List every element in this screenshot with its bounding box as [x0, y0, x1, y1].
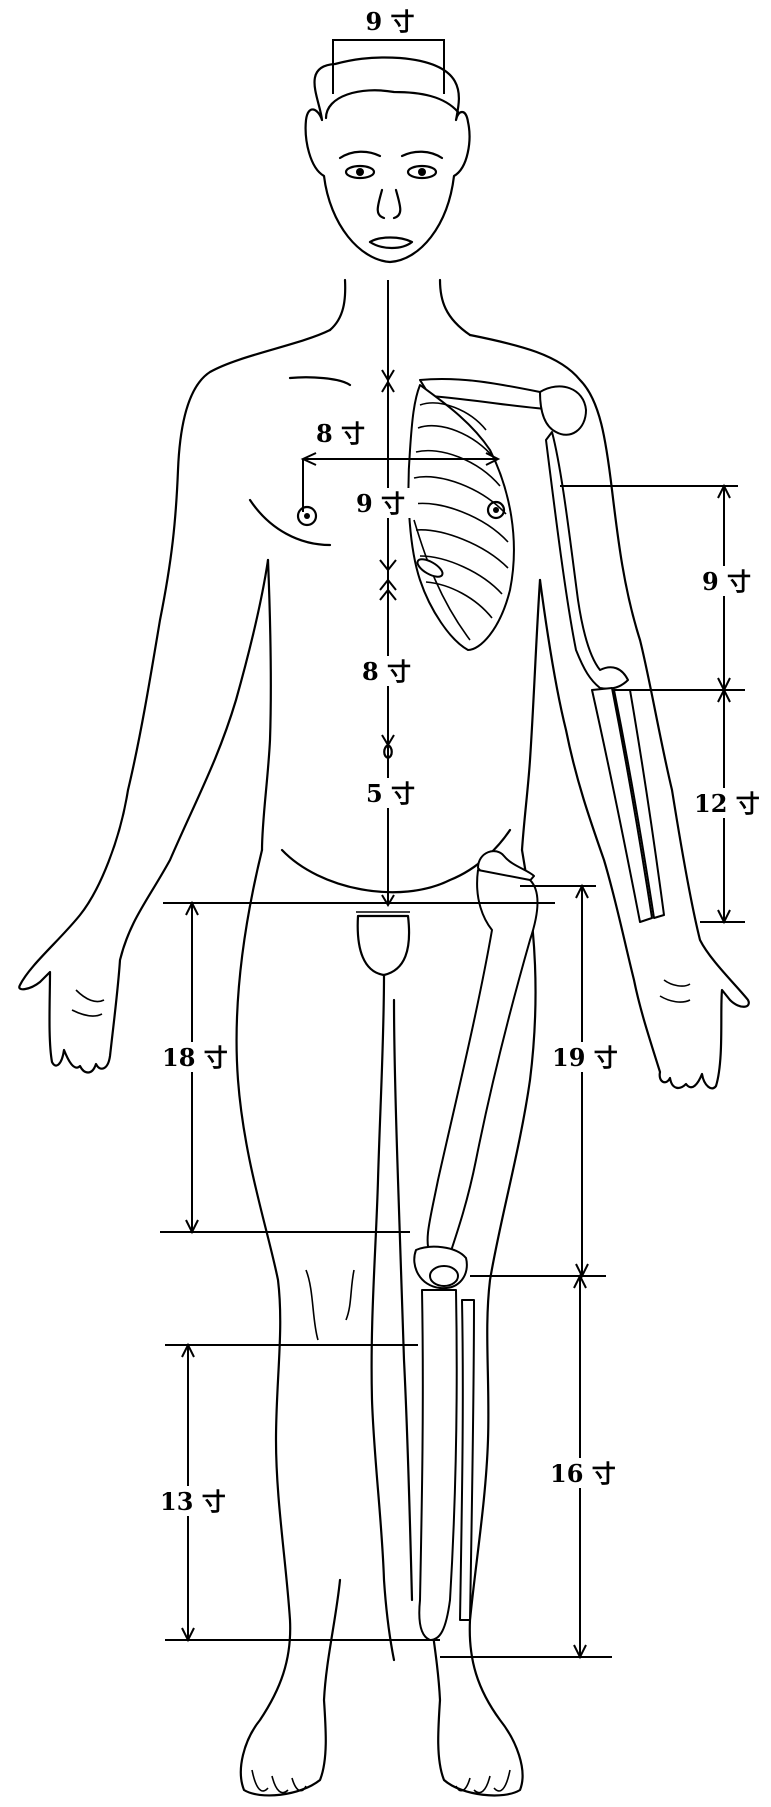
right-shoulder-arm — [468, 333, 750, 1090]
nipple-center — [304, 513, 310, 519]
fibula — [459, 1299, 475, 1621]
skeleton — [407, 377, 665, 1641]
arm-arrows — [717, 483, 731, 925]
thigh-inner-arrows — [185, 900, 199, 1235]
humerus — [545, 431, 629, 690]
mouth — [368, 236, 414, 250]
rib-7 — [419, 555, 503, 595]
chest-arrow-right — [485, 452, 501, 466]
right-leg-inner — [392, 998, 414, 1602]
midline-marker-navel — [381, 734, 395, 747]
neck-left — [328, 278, 347, 332]
rib-1 — [419, 402, 487, 431]
label-chest-to-nipple: 8 寸 — [316, 419, 365, 448]
left-leg-outline — [235, 848, 342, 1797]
femur — [426, 869, 539, 1255]
forearm-bone-inner — [613, 689, 665, 919]
xiphoid — [416, 558, 444, 578]
label-forearm: 12 寸 — [694, 789, 760, 818]
patella — [429, 1265, 459, 1287]
label-lower-leg-inner: 13 寸 — [160, 1487, 226, 1516]
rib-4 — [413, 476, 507, 515]
measurement-lines — [160, 39, 745, 1660]
rib-5 — [413, 502, 509, 543]
head-outline — [304, 56, 471, 264]
label-thigh-inner: 18 寸 — [162, 1043, 228, 1072]
midline-marker-xiphoid — [379, 559, 397, 601]
measurement-labels: 9 寸 8 寸 9 寸 8 寸 5 寸 9 寸 12 寸 18 寸 19 寸 1… — [156, 6, 766, 1516]
tibia — [418, 1289, 458, 1641]
chest-arrow-left — [300, 452, 317, 466]
right-torso-side — [520, 578, 542, 852]
lower-leg-outer-arrows — [573, 1273, 587, 1660]
left-eyebrow — [338, 150, 382, 160]
right-eye — [406, 164, 438, 180]
left-toes — [251, 1769, 307, 1794]
nipple — [296, 505, 318, 527]
rib-8 — [425, 581, 493, 619]
rib-6 — [415, 529, 509, 569]
right-eyebrow — [400, 150, 444, 160]
right-palm-lines — [659, 979, 691, 1003]
left-pectoral — [248, 498, 332, 547]
thigh-outer-arrows — [575, 883, 589, 1279]
label-head-width: 9 寸 — [365, 7, 414, 36]
forearm-bones — [591, 687, 653, 923]
midline-marker-pubis — [381, 894, 395, 907]
hairline — [324, 89, 460, 120]
left-pupil — [356, 168, 364, 176]
rib-point-center — [493, 507, 499, 513]
left-eye — [344, 164, 376, 180]
lower-leg-inner-arrows — [181, 1342, 195, 1643]
shoulder-joint — [539, 385, 587, 436]
label-sternum-length: 9 寸 — [356, 489, 405, 518]
right-leg-outline — [424, 848, 537, 1797]
left-clavicle-line — [288, 376, 352, 387]
left-torso-side — [260, 558, 272, 852]
label-lower-leg-outer: 16 寸 — [550, 1459, 616, 1488]
right-pupil — [418, 168, 426, 176]
body-outline — [18, 56, 750, 1797]
right-toes — [455, 1769, 511, 1794]
label-lower-abdomen: 5 寸 — [366, 779, 415, 808]
label-upper-arm: 9 寸 — [702, 567, 751, 596]
head-width-bracket — [332, 39, 445, 94]
neck-right — [438, 278, 472, 337]
midline-marker-suprasternal — [381, 369, 395, 393]
genital-cover — [356, 914, 411, 977]
torso-outline — [18, 328, 332, 1074]
label-upper-abdomen: 8 寸 — [362, 657, 411, 686]
nose — [376, 188, 402, 220]
left-knee-detail — [305, 1269, 355, 1341]
costal-arch — [413, 519, 471, 641]
left-leg-inner — [370, 973, 396, 1662]
left-palm-lines — [71, 989, 105, 1017]
rib-3 — [415, 449, 501, 487]
rib-point-marker — [486, 500, 506, 520]
groin-curve — [280, 828, 512, 894]
rib-2 — [417, 424, 495, 459]
label-thigh-outer: 19 寸 — [552, 1043, 618, 1072]
